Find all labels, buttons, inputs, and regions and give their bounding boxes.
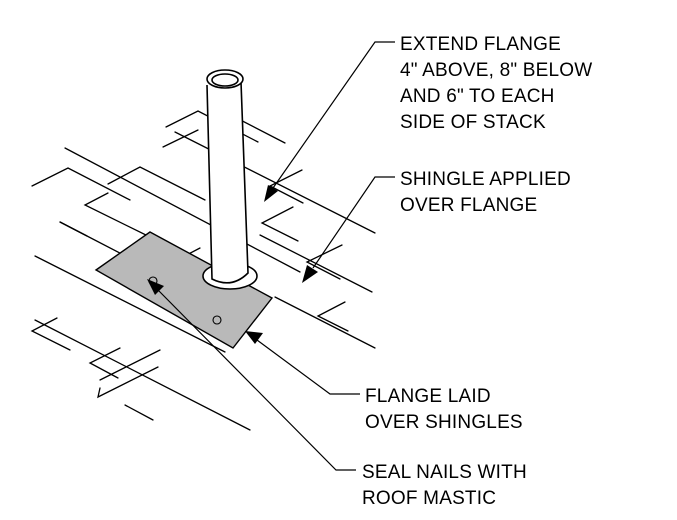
callout-shingle-applied: SHINGLE APPLIED OVER FLANGE bbox=[400, 169, 576, 216]
arrowhead bbox=[302, 265, 318, 283]
callout-line: 4" ABOVE, 8" BELOW bbox=[400, 60, 592, 81]
arrowhead bbox=[245, 331, 263, 344]
arrowhead bbox=[264, 185, 278, 202]
callout-line: SIDE OF STACK bbox=[400, 112, 546, 133]
callout-flange-laid: FLANGE LAID OVER SHINGLES bbox=[365, 386, 523, 433]
callout-line: OVER FLANGE bbox=[400, 195, 537, 216]
callout-line: OVER SHINGLES bbox=[365, 412, 523, 433]
arrowhead bbox=[147, 279, 164, 295]
callout-line: EXTEND FLANGE bbox=[400, 34, 561, 55]
callout-line: SHINGLE APPLIED bbox=[400, 169, 571, 190]
callout-line: ROOF MASTIC bbox=[362, 488, 496, 509]
callout-extend-flange: EXTEND FLANGE 4" ABOVE, 8" BELOW AND 6" … bbox=[400, 34, 598, 133]
callout-line: AND 6" TO EACH bbox=[400, 86, 555, 107]
leader-lines bbox=[157, 41, 395, 471]
callout-line: FLANGE LAID bbox=[365, 386, 491, 407]
vent-stack bbox=[206, 69, 249, 284]
nail bbox=[212, 315, 222, 325]
shingle-tabs bbox=[30, 110, 349, 421]
callout-seal-nails: SEAL NAILS WITH ROOF MASTIC bbox=[362, 462, 532, 509]
callout-line: SEAL NAILS WITH bbox=[362, 462, 527, 483]
